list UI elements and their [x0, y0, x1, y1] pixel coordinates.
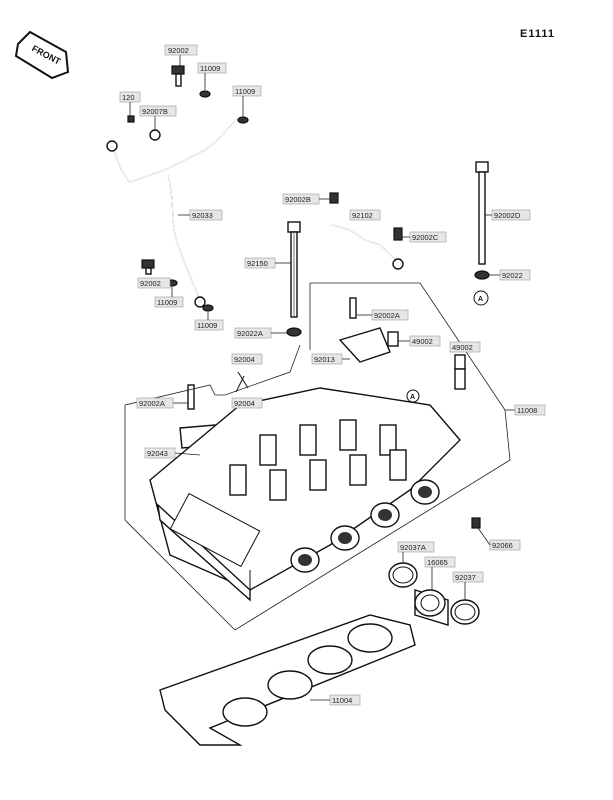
- label-92066: 92066: [477, 527, 521, 551]
- svg-text:11004: 11004: [332, 696, 352, 705]
- label-92037a: 92037A: [397, 541, 435, 563]
- svg-text:92002B: 92002B: [285, 195, 311, 204]
- svg-text:49002: 49002: [452, 343, 473, 352]
- svg-text:92033: 92033: [192, 211, 213, 220]
- svg-text:120: 120: [122, 93, 135, 102]
- ref-marker-a-head: A: [410, 394, 415, 401]
- label-92004-a: 92004: [231, 353, 263, 365]
- svg-text:16065: 16065: [427, 558, 448, 567]
- label-16065: 16065: [424, 556, 456, 590]
- ref-marker-a-right: A: [478, 296, 483, 303]
- label-92002a-left: 92002A: [136, 397, 188, 409]
- label-11009-b: 11009: [232, 85, 262, 116]
- svg-text:11009: 11009: [235, 87, 255, 96]
- head-gasket: [159, 614, 416, 746]
- svg-text:92102: 92102: [352, 211, 373, 220]
- svg-text:92002D: 92002D: [494, 211, 521, 220]
- stud-92150: [286, 221, 302, 337]
- svg-text:92022: 92022: [502, 271, 523, 280]
- label-92013: 92013: [311, 353, 350, 365]
- svg-text:49002: 49002: [412, 337, 433, 346]
- cylinder-head: A: [149, 387, 481, 602]
- svg-text:92022A: 92022A: [237, 329, 263, 338]
- label-92022: 92022: [489, 269, 531, 281]
- svg-text:92002A: 92002A: [374, 311, 400, 320]
- svg-text:11009: 11009: [200, 64, 220, 73]
- label-49002-b: 49002: [449, 341, 481, 353]
- svg-text:92004: 92004: [234, 355, 255, 364]
- svg-text:92002: 92002: [140, 279, 161, 288]
- label-92002d: 92002D: [485, 209, 531, 221]
- label-11009-c: 11009: [154, 287, 184, 308]
- svg-text:92002C: 92002C: [412, 233, 439, 242]
- label-11008: 11008: [505, 404, 546, 416]
- svg-text:92002: 92002: [168, 46, 189, 55]
- svg-text:92037A: 92037A: [400, 543, 426, 552]
- label-92004-b: 92004: [231, 397, 263, 409]
- label-92002c: 92002C: [402, 231, 447, 243]
- label-92002-top: 92002: [164, 44, 198, 66]
- svg-text:92004: 92004: [234, 399, 255, 408]
- label-92002-mid: 92002: [137, 277, 171, 289]
- label-49002-a: 49002: [398, 335, 441, 347]
- label-11009-d: 11009: [194, 312, 224, 331]
- svg-text:92037: 92037: [455, 573, 476, 582]
- label-92043: 92043: [144, 447, 201, 459]
- oil-pipe-assembly: [106, 65, 249, 312]
- label-120: 120: [119, 91, 141, 116]
- label-92037: 92037: [452, 571, 484, 600]
- svg-text:92002A: 92002A: [139, 399, 165, 408]
- svg-text:92066: 92066: [492, 541, 513, 550]
- label-92002b: 92002B: [282, 193, 330, 205]
- front-arrow-icon: FRONT: [14, 30, 70, 80]
- bracket-92102: [329, 192, 404, 270]
- camshaft-cap-right: [338, 297, 466, 390]
- svg-text:11009: 11009: [157, 298, 177, 307]
- svg-text:11008: 11008: [517, 406, 537, 415]
- label-92002a-right: 92002A: [356, 309, 409, 321]
- diagram-id: E1111: [520, 28, 555, 40]
- svg-text:11009: 11009: [197, 321, 217, 330]
- svg-text:92150: 92150: [247, 259, 268, 268]
- bolt-92002d: A: [473, 161, 490, 306]
- svg-text:92007B: 92007B: [142, 107, 168, 116]
- label-92007b: 92007B: [139, 105, 177, 130]
- label-92022a: 92022A: [234, 327, 287, 339]
- label-92033: 92033: [178, 209, 223, 221]
- label-11009-a: 11009: [197, 62, 227, 90]
- label-92102: 92102: [349, 209, 381, 221]
- svg-text:92043: 92043: [147, 449, 168, 458]
- svg-text:92013: 92013: [314, 355, 335, 364]
- label-92150: 92150: [244, 257, 291, 269]
- label-11004: 11004: [310, 694, 361, 706]
